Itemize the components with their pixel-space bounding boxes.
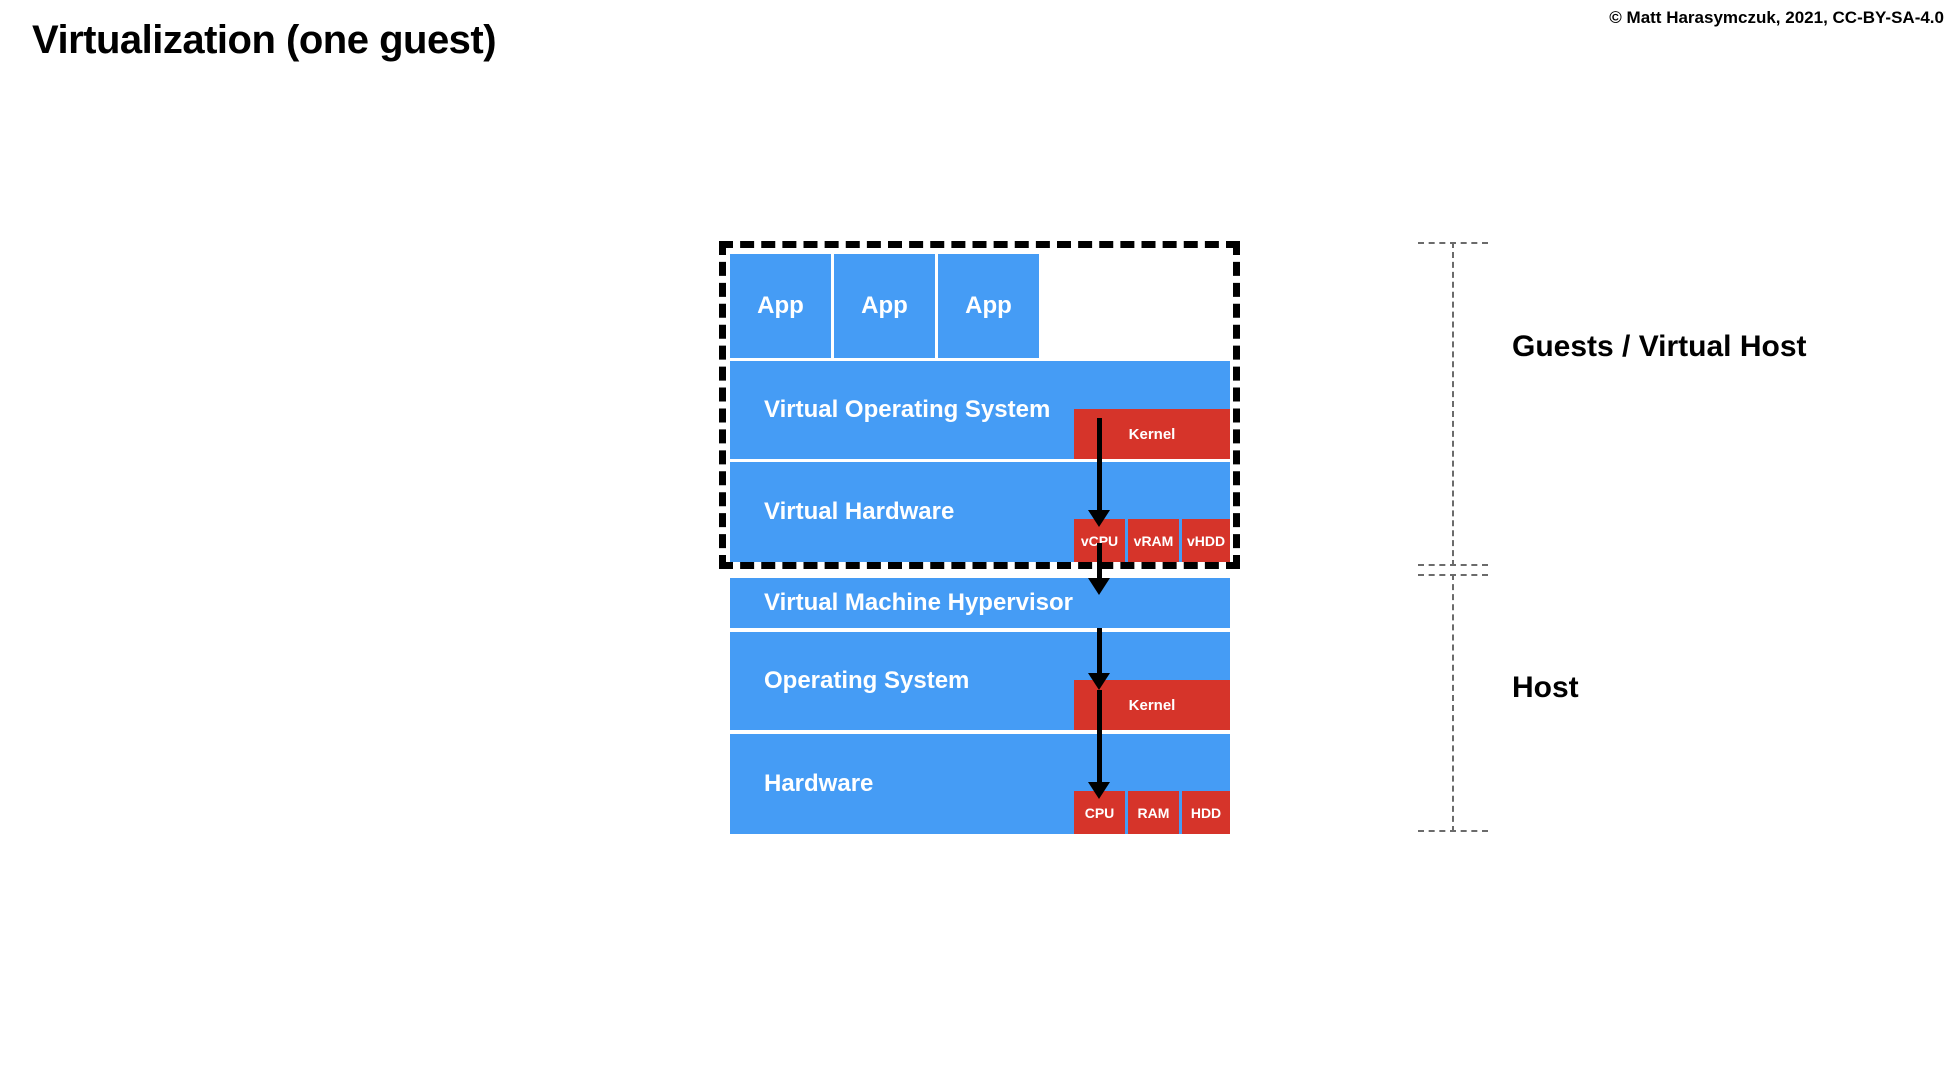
- layer-virtual-machine-hypervisor-label: Virtual Machine Hypervisor: [764, 589, 1073, 616]
- host-resource-ram[interactable]: RAM: [1128, 791, 1179, 834]
- virtual-resource-vram-label: vRAM: [1133, 532, 1174, 549]
- guest-boundary-dashed-box: [719, 241, 1240, 569]
- arrow-kernel-to-cpu-head: [1088, 782, 1110, 799]
- arrow-hypervisor-to-kernel-shaft: [1097, 628, 1102, 680]
- app-box-1[interactable]: App: [730, 254, 831, 358]
- layer-virtual-machine-hypervisor[interactable]: Virtual Machine Hypervisor: [730, 578, 1230, 628]
- host-resource-hdd-label: HDD: [1190, 804, 1222, 821]
- layer-virtual-hardware-label: Virtual Hardware: [764, 498, 955, 525]
- copyright-notice: © Matt Harasymczuk, 2021, CC-BY-SA-4.0: [1609, 8, 1944, 27]
- virtual-resource-vcpu-label: vCPU: [1080, 532, 1119, 549]
- bracket-guests-label: Guests / Virtual Host: [1512, 330, 1807, 363]
- bracket-host-vertical: [1452, 574, 1454, 832]
- arrow-virtual-kernel-to-vcpu-shaft: [1097, 418, 1102, 516]
- app-box-2-label: App: [861, 292, 908, 319]
- virtual-kernel-label: Kernel: [1128, 425, 1176, 443]
- page-title: Virtualization (one guest): [32, 18, 497, 62]
- virtual-resource-vhdd-label: vHDD: [1186, 532, 1226, 549]
- virtual-resource-vhdd[interactable]: vHDD: [1182, 519, 1230, 562]
- bracket-guests-vertical: [1452, 242, 1454, 566]
- layer-operating-system-label: Operating System: [764, 667, 970, 694]
- host-kernel-label: Kernel: [1128, 696, 1176, 714]
- bracket-guests-bottom: [1418, 564, 1488, 566]
- virtual-resource-vram[interactable]: vRAM: [1128, 519, 1179, 562]
- arrow-vcpu-to-hypervisor-shaft: [1097, 543, 1102, 583]
- arrow-hypervisor-to-kernel-head: [1088, 673, 1110, 690]
- host-resource-ram-label: RAM: [1137, 804, 1170, 821]
- arrow-vcpu-to-hypervisor-head: [1088, 578, 1110, 595]
- host-resource-cpu-label: CPU: [1084, 804, 1115, 821]
- bracket-host-bottom: [1418, 830, 1488, 832]
- layer-virtual-operating-system-label: Virtual Operating System: [764, 396, 1051, 423]
- arrow-virtual-kernel-to-vcpu-head: [1088, 510, 1110, 527]
- bracket-host: [1418, 574, 1490, 832]
- bracket-host-label: Host: [1512, 671, 1579, 704]
- layer-hardware-label: Hardware: [764, 770, 874, 797]
- app-box-3-label: App: [965, 292, 1012, 319]
- host-resource-hdd[interactable]: HDD: [1182, 791, 1230, 834]
- app-box-3[interactable]: App: [938, 254, 1039, 358]
- app-box-1-label: App: [757, 292, 804, 319]
- app-box-2[interactable]: App: [834, 254, 935, 358]
- bracket-guests: [1418, 242, 1490, 566]
- arrow-kernel-to-cpu-shaft: [1097, 690, 1102, 786]
